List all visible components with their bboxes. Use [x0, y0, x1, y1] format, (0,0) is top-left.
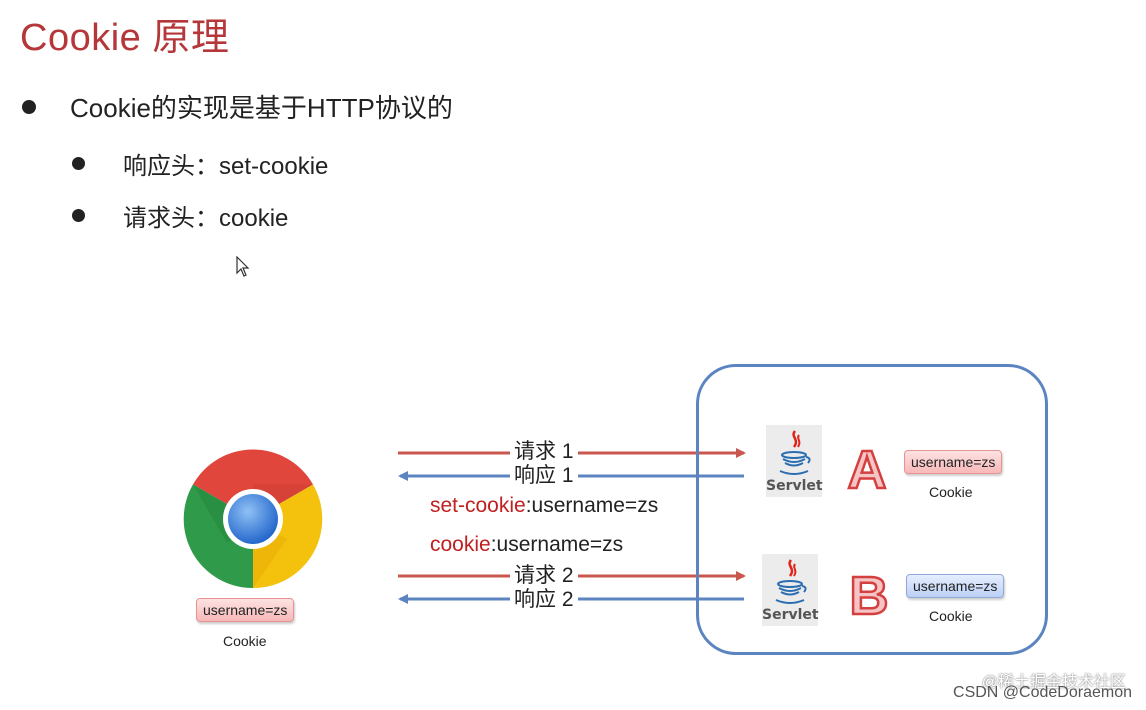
bullet-sub1-text: 响应头：set-cookie [123, 153, 329, 180]
servlet-a-icon: Servlet [766, 425, 823, 497]
bullet-sub-request-header: 请求头：cookie [72, 198, 288, 233]
browser-cookie-tag: username=zs [196, 598, 295, 622]
java-cup-icon [775, 559, 807, 604]
bullet-main: Cookie的实现是基于HTTP协议的 [22, 88, 453, 125]
servlet-b-caption: Servlet [762, 607, 819, 623]
server-b-cookie-tag: username=zs [906, 574, 1005, 598]
svg-text:A: A [848, 440, 887, 496]
java-cup-icon [779, 430, 811, 475]
servlet-a-caption: Servlet [766, 478, 823, 494]
svg-text:B: B [850, 566, 889, 622]
cookie-header: cookie:username=zs [430, 533, 623, 557]
response2-label: 响应 2 [510, 589, 578, 611]
mouse-cursor-icon [236, 256, 250, 277]
bullet-sub2-text: 请求头：cookie [123, 205, 289, 232]
bullet-sub-response-header: 响应头：set-cookie [72, 146, 328, 181]
set-cookie-header: set-cookie:username=zs [430, 494, 658, 518]
cookie-value: :username=zs [490, 533, 624, 556]
browser-cookie-label: Cookie [223, 633, 267, 649]
bullet-dot-icon [72, 209, 85, 222]
server-b-letter: B [848, 566, 890, 622]
server-a-cookie-label: Cookie [929, 484, 973, 500]
request1-label: 请求 1 [510, 441, 578, 463]
request2-label: 请求 2 [510, 565, 578, 587]
server-container [696, 364, 1048, 655]
bullet-dot-icon [22, 99, 36, 114]
watermark-juejin: @稀土掘金技术社区 [981, 674, 1126, 691]
watermark-csdn: CSDN @CodeDoraemon [953, 684, 1132, 701]
response1-label: 响应 1 [510, 465, 578, 487]
bullet-dot-icon [72, 157, 85, 170]
set-cookie-value: :username=zs [525, 494, 659, 517]
server-a-cookie-tag: username=zs [904, 450, 1003, 474]
server-b-cookie-label: Cookie [929, 608, 973, 624]
servlet-b-icon: Servlet [762, 554, 819, 626]
server-a-letter: A [846, 440, 888, 496]
cookie-key: cookie [430, 533, 491, 556]
set-cookie-key: set-cookie [430, 494, 526, 517]
slide-title: Cookie 原理 [20, 17, 230, 59]
bullet-main-text: Cookie的实现是基于HTTP协议的 [70, 93, 453, 123]
chrome-browser-icon [183, 449, 323, 589]
